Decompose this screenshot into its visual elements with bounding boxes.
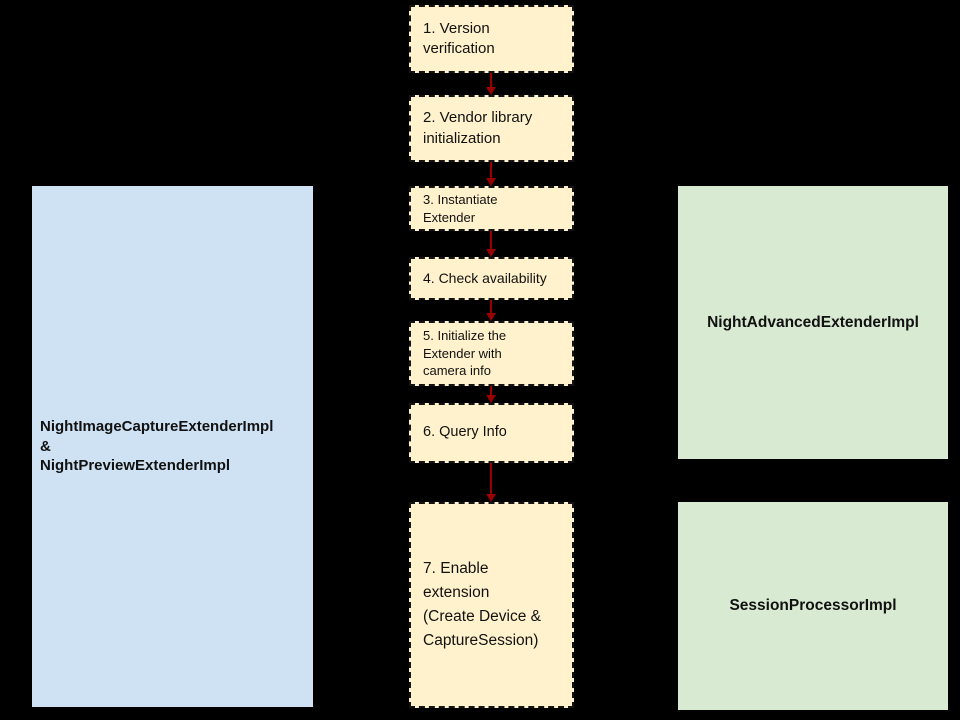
flow-arrow-6-head-icon [486,494,496,502]
left-panel-night-extender-impl: NightImageCaptureExtenderImpl & NightPre… [32,186,313,707]
flow-arrow-3-line [490,231,492,249]
flow-arrow-5-head-icon [486,395,496,403]
flow-arrow-6-line [490,463,492,494]
flow-arrow-2-line [490,162,492,178]
flow-arrow-4-line [490,300,492,313]
right-panel-night-advanced-extender-impl: NightAdvancedExtenderImpl [678,186,948,459]
flow-arrow-1-head-icon [486,87,496,95]
right-panel-session-processor-impl: SessionProcessorImpl [678,502,948,710]
flow-arrow-1-line [490,73,492,87]
flow-arrow-3-head-icon [486,249,496,257]
step-box-instantiate-extender: 3. Instantiate Extender [409,186,574,231]
step-box-vendor-library-init: 2. Vendor library initialization [409,95,574,162]
step-box-check-availability: 4. Check availability [409,257,574,300]
flow-arrow-4-head-icon [486,313,496,321]
step-box-initialize-extender: 5. Initialize the Extender with camera i… [409,321,574,386]
step-box-enable-extension: 7. Enable extension (Create Device & Cap… [409,502,574,708]
flow-arrow-5-line [490,386,492,395]
flow-arrow-2-head-icon [486,178,496,186]
step-box-query-info: 6. Query Info [409,403,574,463]
step-box-version-verification: 1. Version verification [409,5,574,73]
